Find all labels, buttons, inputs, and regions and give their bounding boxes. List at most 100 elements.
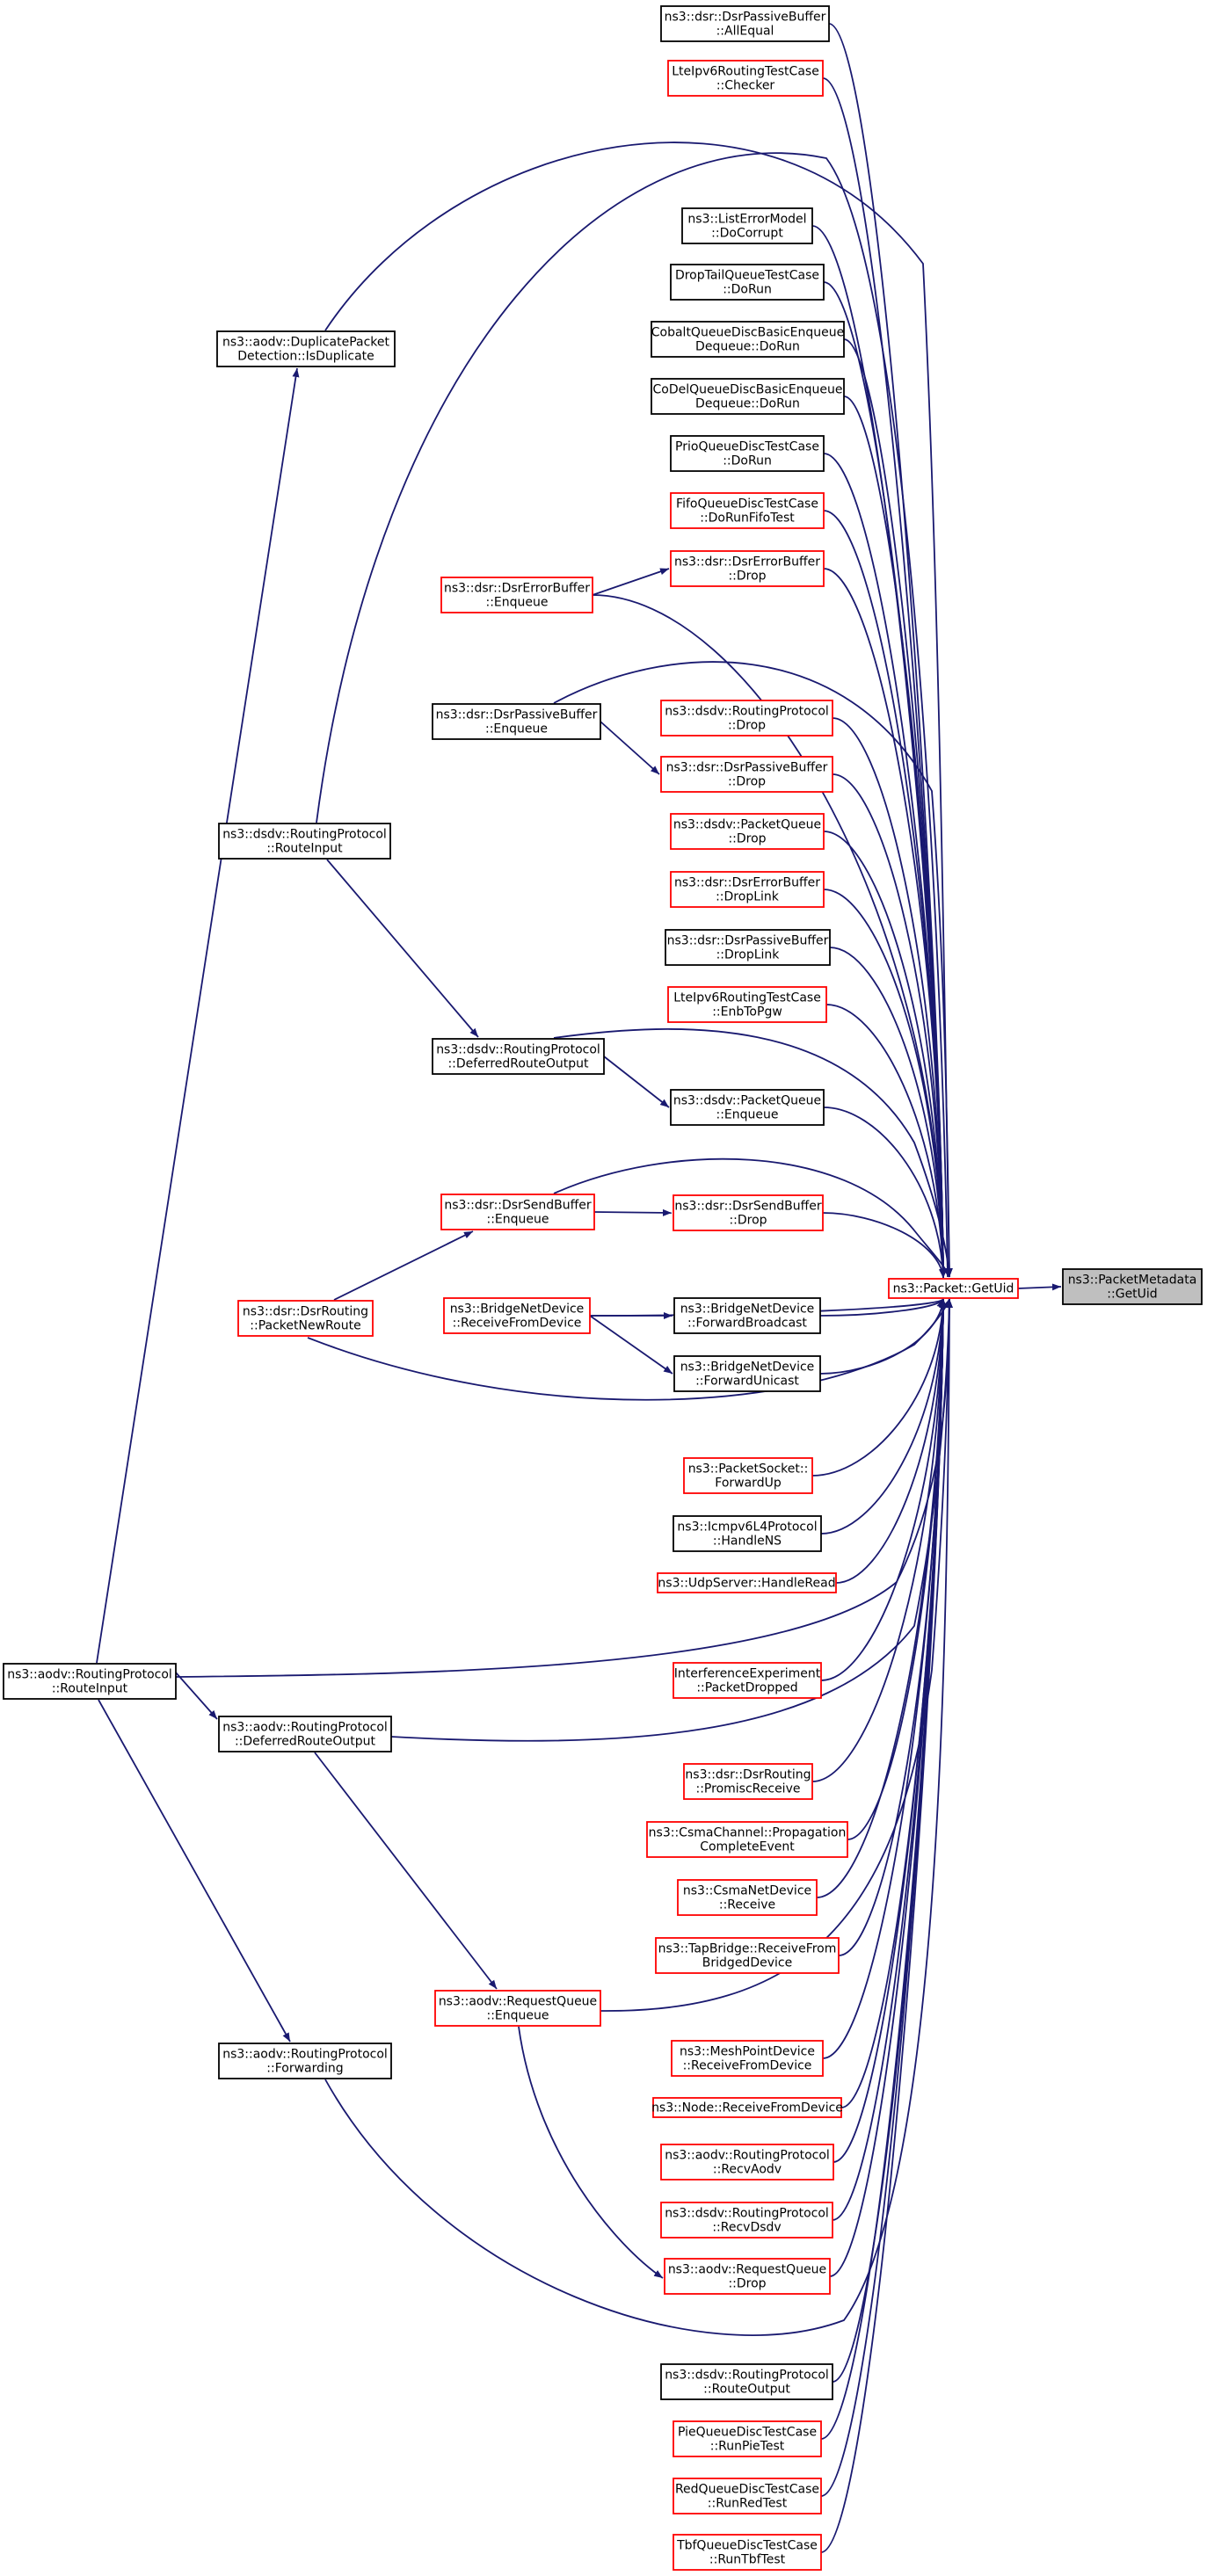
node-packetsocket_forwardup[interactable]: ns3::PacketSocket::ForwardUp (683, 1457, 813, 1494)
edge-dsr_errorbuffer_drop-to-packet_getuid (823, 568, 947, 1279)
node-icmpv6_handlens[interactable]: ns3::Icmpv6L4Protocol::HandleNS (673, 1515, 822, 1552)
node-aodv_routeinput[interactable]: ns3::aodv::RoutingProtocol::RouteInput (3, 1663, 177, 1700)
node-listerror_docorrupt[interactable]: ns3::ListErrorModel::DoCorrupt (681, 207, 813, 244)
node-label-line: ns3::dsr::DsrSendBuffer (444, 1199, 591, 1213)
node-aodv_deferredrouteoutput[interactable]: ns3::aodv::RoutingProtocol::DeferredRout… (218, 1716, 392, 1752)
node-aodv_dup_isduplicate[interactable]: ns3::aodv::DuplicatePacketDetection::IsD… (216, 330, 396, 367)
edge-interference_packetdropped-to-packet_getuid (820, 1298, 947, 1681)
node-box (657, 1572, 837, 1593)
node-interference_packetdropped[interactable]: InterferenceExperiment::PacketDropped (673, 1662, 822, 1699)
node-label-line: ns3::aodv::RoutingProtocol (222, 2048, 388, 2062)
node-aodv_requestqueue_drop[interactable]: ns3::aodv::RequestQueue::Drop (664, 2258, 831, 2295)
node-aodv_forwarding[interactable]: ns3::aodv::RoutingProtocol::Forwarding (218, 2043, 392, 2079)
node-box (440, 1194, 595, 1230)
node-dsr_packetnewroute[interactable]: ns3::dsr::DsrRouting::PacketNewRoute (237, 1300, 374, 1337)
node-dsr_passive_droplink[interactable]: ns3::dsr::DsrPassiveBuffer::DropLink (665, 929, 831, 966)
node-csmanetdevice_receive[interactable]: ns3::CsmaNetDevice::Receive (677, 1879, 818, 1916)
node-dsr_errorbuffer_droplink[interactable]: ns3::dsr::DsrErrorBuffer::DropLink (670, 871, 825, 908)
edge-dsr_errorbuffer_enqueue-to-dsr_errorbuffer_drop (592, 568, 670, 596)
node-dsdv_pq_enqueue[interactable]: ns3::dsdv::PacketQueue::Enqueue (670, 1089, 825, 1126)
node-cobalt_dorun[interactable]: CobaltQueueDiscBasicEnqueueDequeue::DoRu… (651, 321, 845, 358)
edge-packet_getuid-to-metadata_getuid (1017, 1283, 1062, 1291)
node-label-line: CompleteEvent (700, 1840, 795, 1854)
node-lte_enbtopgw[interactable]: LteIpv6RoutingTestCase::EnbToPgw (667, 986, 827, 1023)
node-label-line: ns3::CsmaNetDevice (683, 1884, 811, 1898)
node-dsr_passive_allequal[interactable]: ns3::dsr::DsrPassiveBuffer::AllEqual (660, 5, 830, 42)
edge-lte_enbtopgw-to-packet_getuid (825, 1004, 947, 1279)
node-dsr_sendbuffer_drop[interactable]: ns3::dsr::DsrSendBuffer::Drop (673, 1194, 824, 1231)
node-dsdv_pq_drop[interactable]: ns3::dsdv::PacketQueue::Drop (670, 813, 825, 850)
node-meshpoint_receivefrom[interactable]: ns3::MeshPointDevice::ReceiveFromDevice (671, 2040, 824, 2077)
node-pie_runpie[interactable]: PieQueueDiscTestCase::RunPieTest (673, 2420, 822, 2457)
node-label-line: ns3::Node::ReceiveFromDevice (651, 2101, 843, 2115)
node-label-line: ::AllEqual (716, 25, 774, 39)
node-label-line: TbfQueueDiscTestCase (676, 2539, 818, 2553)
node-label-line: ns3::UdpServer::HandleRead (658, 1577, 835, 1591)
node-red_runred[interactable]: RedQueueDiscTestCase::RunRedTest (673, 2478, 822, 2514)
node-box (673, 1355, 821, 1392)
node-lte_checker[interactable]: LteIpv6RoutingTestCase::Checker (667, 60, 824, 97)
edge-codel_dorun-to-packet_getuid (843, 395, 947, 1279)
node-label-line: ns3::BridgeNetDevice (450, 1303, 585, 1317)
node-dsr_promiscreceive[interactable]: ns3::dsr::DsrRouting::PromiscReceive (683, 1763, 813, 1800)
node-box (671, 2040, 824, 2077)
node-bridge_forwardunicast[interactable]: ns3::BridgeNetDevice::ForwardUnicast (673, 1355, 821, 1392)
node-dsr_errorbuffer_drop[interactable]: ns3::dsr::DsrErrorBuffer::Drop (670, 550, 825, 587)
node-label-line: ns3::Icmpv6L4Protocol (677, 1520, 817, 1535)
node-label-line: Dequeue::DoRun (695, 340, 800, 354)
node-fifo_dorunfifo[interactable]: FifoQueueDiscTestCase::DoRunFifoTest (670, 492, 825, 529)
node-bridge_forwardbroadcast[interactable]: ns3::BridgeNetDevice::ForwardBroadcast (673, 1297, 821, 1334)
node-metadata_getuid[interactable]: ns3::PacketMetadata::GetUid (1062, 1268, 1203, 1305)
edge-dsr_packetnewroute-to-packet_getuid (307, 1298, 950, 1401)
node-dsdv_deferredrouteoutput[interactable]: ns3::dsdv::RoutingProtocol::DeferredRout… (432, 1038, 605, 1075)
node-aodv_recvaodv[interactable]: ns3::aodv::RoutingProtocol::RecvAodv (660, 2144, 834, 2181)
node-box (681, 207, 813, 244)
node-box (683, 1763, 813, 1800)
node-label-line: ::Enqueue (485, 722, 548, 737)
node-droptail_dorun[interactable]: DropTailQueueTestCase::DoRun (670, 264, 825, 301)
node-udpserver_handleread[interactable]: ns3::UdpServer::HandleRead (657, 1572, 837, 1593)
edge-dsr_passive_droplink-to-packet_getuid (829, 947, 947, 1279)
node-box (3, 1663, 177, 1700)
node-box (218, 2043, 392, 2079)
node-label-line: ::HandleNS (713, 1535, 782, 1549)
node-box (670, 871, 825, 908)
node-label-line: ::Drop (728, 2277, 766, 2291)
node-dsdv_recvdsdv[interactable]: ns3::dsdv::RoutingProtocol::RecvDsdv (660, 2202, 833, 2239)
edge-dsr_sendbuffer_enqueue-to-packet_getuid (553, 1157, 950, 1278)
node-aodv_requestqueue_enqueue[interactable]: ns3::aodv::RequestQueue::Enqueue (434, 1990, 601, 2027)
node-label-line: ::DoRun (723, 454, 772, 468)
node-label-line: ::Forwarding (266, 2062, 343, 2076)
node-box (683, 1457, 813, 1494)
node-box (888, 1278, 1019, 1299)
node-label-line: ns3::dsr::DsrErrorBuffer (444, 582, 590, 596)
node-prio_dorun[interactable]: PrioQueueDiscTestCase::DoRun (670, 435, 825, 472)
node-dsr_passive_enqueue[interactable]: ns3::dsr::DsrPassiveBuffer::Enqueue (432, 703, 601, 740)
node-dsdv_rp_drop[interactable]: ns3::dsdv::RoutingProtocol::Drop (660, 700, 833, 737)
node-box (667, 60, 824, 97)
node-dsr_errorbuffer_enqueue[interactable]: ns3::dsr::DsrErrorBuffer::Enqueue (440, 577, 593, 613)
node-dsr_passive_drop[interactable]: ns3::dsr::DsrPassiveBuffer::Drop (660, 756, 833, 793)
node-label-line: ns3::dsr::DsrPassiveBuffer (436, 708, 598, 722)
node-dsr_sendbuffer_enqueue[interactable]: ns3::dsr::DsrSendBuffer::Enqueue (440, 1194, 595, 1230)
node-tbf_runtbf[interactable]: TbfQueueDiscTestCase::RunTbfTest (673, 2534, 822, 2571)
edge-dsdv_routeinput-to-packet_getuid (316, 152, 951, 1278)
node-label-line: ::GetUid (1107, 1288, 1157, 1302)
node-node_receivefromdevice[interactable]: ns3::Node::ReceiveFromDevice (651, 2097, 843, 2118)
node-bridge_receivefromdevice[interactable]: ns3::BridgeNetDevice::ReceiveFromDevice (443, 1297, 591, 1334)
edge-udpserver_handleread-to-packet_getuid (835, 1298, 947, 1584)
node-dsdv_routeinput[interactable]: ns3::dsdv::RoutingProtocol::RouteInput (218, 823, 391, 860)
node-label-line: FifoQueueDiscTestCase (676, 497, 818, 512)
edge-dsr_sendbuffer_drop-to-packet_getuid (822, 1212, 946, 1279)
node-label-line: DropTailQueueTestCase (675, 269, 819, 283)
node-box (670, 550, 825, 587)
node-csmachannel_propagation[interactable]: ns3::CsmaChannel::PropagationCompleteEve… (646, 1821, 848, 1858)
node-packet_getuid[interactable]: ns3::Packet::GetUid (888, 1278, 1019, 1299)
node-label-line: ns3::aodv::RoutingProtocol (665, 2149, 830, 2163)
node-label-line: PrioQueueDiscTestCase (675, 440, 819, 454)
node-dsdv_routeoutput[interactable]: ns3::dsdv::RoutingProtocol::RouteOutput (660, 2363, 833, 2400)
node-box (660, 700, 833, 737)
node-label-line: ns3::BridgeNetDevice (680, 1361, 815, 1375)
